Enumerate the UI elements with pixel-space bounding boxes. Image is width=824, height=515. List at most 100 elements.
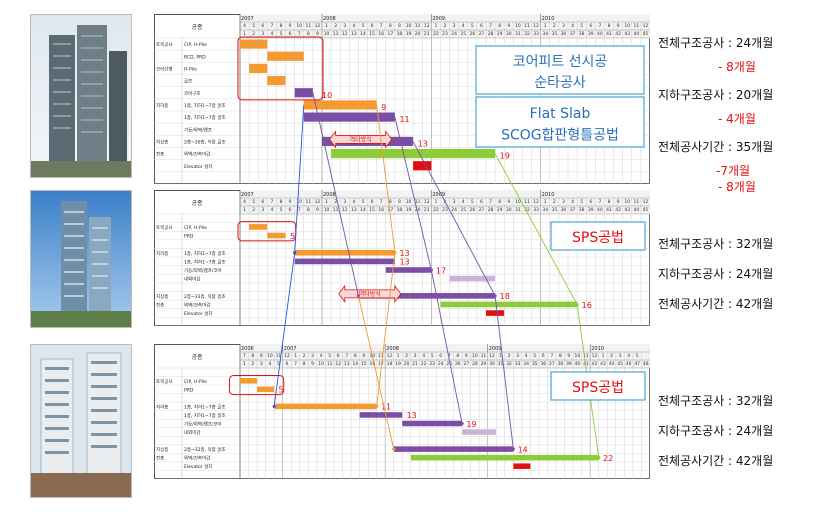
note-line2: SCOG합판형틀공법 [501,128,619,144]
duration-tag: 14 [518,445,528,454]
month-label: 4 [627,353,630,359]
item-label: 2층~32층, 옥탑 골조 [184,446,226,453]
seq-label: 2 [251,361,254,367]
seq-label: 47 [634,361,640,367]
month-label: 12 [315,199,321,205]
month-label: 5 [328,353,331,359]
seq-label: 41 [606,207,612,213]
seq-label: 26 [469,31,475,37]
building-photo-3 [30,344,132,498]
month-label: 8 [354,353,357,359]
month-label: 7 [243,353,246,359]
seq-label: 21 [424,31,430,37]
seq-label: 17 [387,31,393,37]
seq-label: 11 [333,207,339,213]
month-label: 1 [325,199,328,205]
seq-label: 14 [360,207,366,213]
seq-label: 3 [261,31,264,37]
month-label: 9 [507,23,510,29]
year-label: 2007 [241,192,254,198]
group-label: 전층 [156,455,164,462]
item-label: Elevator 설치 [184,310,212,317]
seq-label: 31 [498,361,504,367]
year-label: 2009 [489,346,502,352]
gantt-bar [440,301,578,308]
year-label: 2007 [284,346,297,352]
month-label: 8 [608,23,611,29]
group-label: 지상층 [156,138,168,145]
gantt-bar [513,463,531,469]
item-label: 2층~33층, 옥탑 골조 [184,293,226,300]
gantt-bar [267,232,286,239]
seq-label: 33 [515,361,521,367]
duration-tag: 11 [381,403,391,412]
connector-dot [597,456,601,460]
month-label: 11 [415,199,421,205]
month-label: 8 [389,199,392,205]
month-label: 9 [260,353,263,359]
seq-label: 25 [460,207,466,213]
duration-tag: 13 [399,258,409,267]
seq-label: 35 [532,361,538,367]
seq-label: 44 [633,207,639,213]
seq-label: 19 [406,31,412,37]
month-label: 7 [380,23,383,29]
seq-label: 5 [280,31,283,37]
month-label: 10 [515,23,521,29]
seq-label: 22 [421,361,427,367]
item-label: 1층, 지하1~7층 골조 [184,114,226,121]
month-label: 1 [499,353,502,359]
seq-label: 1 [243,31,246,37]
building-photo-2 [30,190,132,328]
callout-label: 역타방식 [350,135,372,143]
month-label: 10 [575,353,581,359]
note-line1: Flat Slab [530,106,591,122]
month-label: 7 [550,353,553,359]
connector-line [273,252,296,407]
month-label: 10 [406,23,412,29]
month-label: 3 [562,199,565,205]
seq-label: 24 [451,31,457,37]
month-label: 10 [515,199,521,205]
seq-label: 31 [515,207,521,213]
stat-line: 지하구조공사 : 24개월 [658,424,774,438]
month-label: 6 [480,199,483,205]
month-label: 10 [406,199,412,205]
duration-tag: 22 [603,454,613,463]
seq-label: 36 [540,361,546,367]
seq-label: 9 [311,361,314,367]
month-label: 3 [343,23,346,29]
month-label: 9 [617,199,620,205]
seq-label: 45 [617,361,623,367]
seq-label: 42 [615,31,621,37]
item-label: 외벽/건축마감 [184,301,210,308]
month-label: 12 [489,353,495,359]
gantt-bar [331,149,496,159]
month-label: 1 [434,23,437,29]
duration-tag: 10 [322,91,332,100]
connector-dot [511,447,515,451]
duration-tag: 19 [466,420,476,429]
seq-label: 18 [397,207,403,213]
connector-line [376,104,396,253]
seq-label: 8 [307,31,310,37]
highlight-box [228,375,285,396]
month-label: 10 [296,23,302,29]
month-label: 4 [243,23,246,29]
item-label: 1층, 지하1~7층 골조 [184,258,226,265]
work-header: 공종 [191,354,203,361]
month-label: 12 [424,199,430,205]
stat-line: - 8개월 [718,180,756,194]
month-label: 1 [294,353,297,359]
seq-label: 28 [472,361,478,367]
month-label: 5 [431,353,434,359]
month-label: 5 [471,199,474,205]
double-arrow-icon [329,130,393,149]
seq-label: 48 [643,361,649,367]
month-label: 11 [276,353,282,359]
month-label: 9 [617,23,620,29]
month-label: 4 [422,353,425,359]
note-box [550,371,646,401]
month-label: 4 [243,199,246,205]
